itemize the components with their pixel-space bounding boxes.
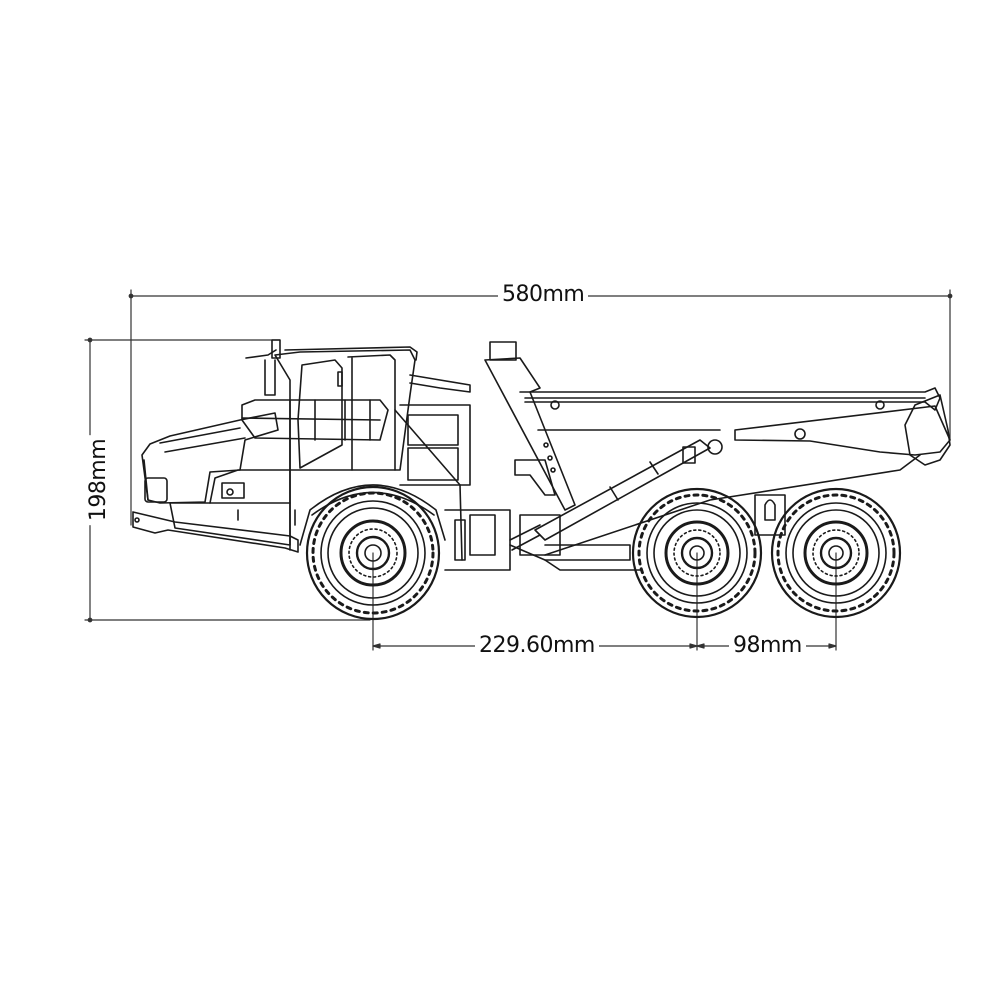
mirror-arm: [245, 349, 277, 359]
mid-to-rear-axle-label: 98mm: [729, 634, 806, 658]
exhaust-pipe: [409, 374, 471, 393]
front-fender: [299, 484, 446, 546]
rear-wheel: [770, 487, 902, 619]
guard-rail: [241, 399, 389, 471]
headboard-top: [489, 341, 517, 361]
front-to-mid-axle-label: 229.60mm: [475, 634, 599, 658]
engine-box: [399, 404, 471, 486]
wheels: [305, 485, 902, 621]
overall-length-label: 580mm: [498, 283, 589, 307]
front-wheel: [305, 485, 441, 621]
engine-hood: [141, 412, 279, 504]
tailgate: [904, 394, 951, 466]
front-bumper: [132, 511, 299, 553]
body-side: [734, 405, 951, 456]
overall-height-label: 198mm: [86, 434, 112, 526]
dimension-lines: [84, 289, 953, 651]
dump-body: [484, 341, 951, 571]
middle-wheel: [631, 487, 763, 619]
tractor-unit: [132, 339, 511, 571]
hoist-cylinder: [534, 439, 711, 541]
cab-door-window: [297, 359, 343, 469]
